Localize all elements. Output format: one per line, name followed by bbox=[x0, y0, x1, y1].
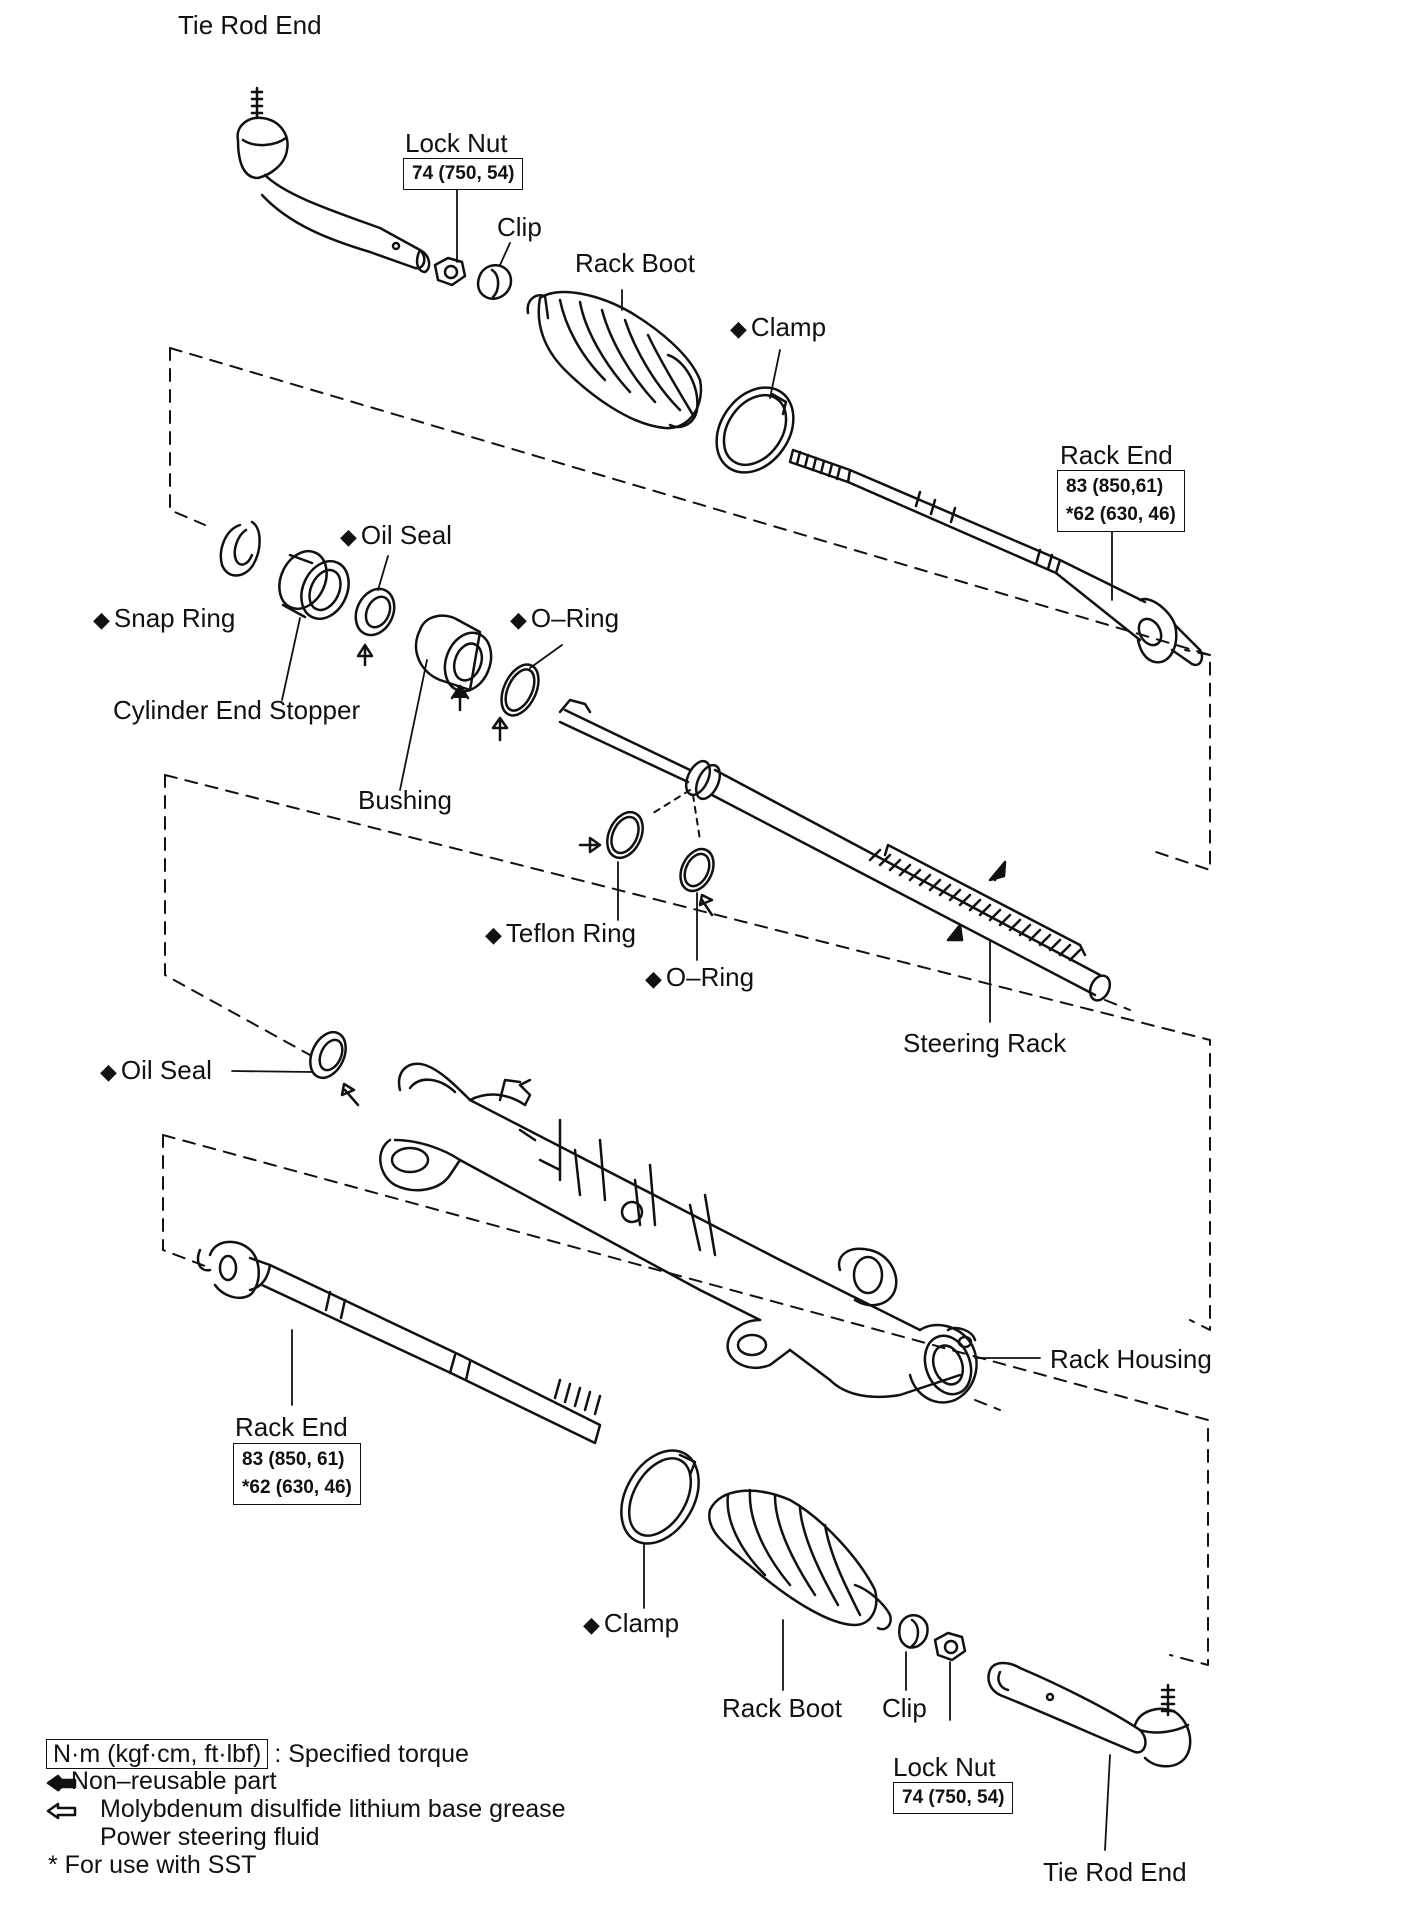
rack-boot-top-part bbox=[526, 290, 703, 430]
label-clip-top: Clip bbox=[497, 212, 542, 242]
rack-end-left-part bbox=[196, 1240, 602, 1445]
legend-sst: * For use with SST bbox=[48, 1851, 257, 1879]
label-bushing: Bushing bbox=[358, 785, 452, 815]
o-ring-lower-part bbox=[679, 847, 715, 917]
label-lock-nut-top: Lock Nut bbox=[405, 128, 508, 158]
teflon-ring-part bbox=[578, 810, 644, 860]
oil-seal-lower-part bbox=[309, 1030, 360, 1107]
o-ring-upper-part bbox=[491, 663, 540, 742]
label-tie-rod-end-top: Tie Rod End bbox=[178, 10, 322, 40]
rack-boot-bottom-part bbox=[707, 1488, 892, 1631]
oil-seal-upper-part bbox=[354, 587, 396, 667]
legend-torque-unit: N·m (kgf·cm, ft·lbf) bbox=[46, 1739, 269, 1769]
label-oil-seal-upper: ◆Oil Seal bbox=[340, 520, 452, 550]
snap-ring-part bbox=[219, 520, 261, 577]
label-rack-boot-bottom: Rack Boot bbox=[722, 1693, 842, 1723]
legend-icons bbox=[46, 1774, 77, 1820]
tie-rod-end-bottom-part bbox=[987, 1661, 1192, 1768]
label-rack-end-right: Rack End bbox=[1060, 440, 1173, 470]
clamp-bottom-part bbox=[620, 1449, 700, 1545]
lock-nut-bottom-part bbox=[933, 1631, 967, 1662]
lock-nut-top-part bbox=[433, 256, 467, 287]
alignment-dashed-lines bbox=[162, 347, 1211, 1666]
label-oil-seal-lower: ◆Oil Seal bbox=[100, 1055, 212, 1085]
label-rack-boot-top: Rack Boot bbox=[575, 248, 695, 278]
non-reusable-marker: ◆ bbox=[93, 607, 110, 632]
label-steering-rack: Steering Rack bbox=[903, 1028, 1067, 1058]
rack-end-right-part bbox=[788, 448, 1204, 667]
non-reusable-marker: ◆ bbox=[730, 316, 747, 341]
torque-rack-end-right: 83 (850,61)*62 (630, 46) bbox=[1057, 470, 1185, 532]
label-cylinder-end-stopper: Cylinder End Stopper bbox=[113, 695, 361, 725]
label-clamp-top: ◆Clamp bbox=[730, 312, 827, 342]
label-clamp-bottom: ◆Clamp bbox=[583, 1608, 680, 1638]
legend-moly-grease: Molybdenum disulfide lithium base grease bbox=[100, 1795, 566, 1823]
label-rack-housing: Rack Housing bbox=[1050, 1344, 1212, 1374]
legend-ps-fluid: Power steering fluid bbox=[100, 1823, 320, 1851]
clamp-top-part bbox=[715, 386, 795, 474]
torque-lock-nut-top: 74 (750, 54) bbox=[403, 158, 524, 190]
bushing-part bbox=[414, 614, 493, 712]
legend-torque: N·m (kgf·cm, ft·lbf): Specified torque bbox=[46, 1739, 469, 1769]
steering-rack-part bbox=[558, 698, 1112, 1002]
torque-lock-nut-bottom: 74 (750, 54) bbox=[893, 1782, 1014, 1814]
label-rack-end-left: Rack End bbox=[235, 1412, 348, 1442]
label-clip-bottom: Clip bbox=[882, 1693, 927, 1723]
legend-non-reusable: ◆Non–reusable part bbox=[50, 1767, 277, 1795]
label-o-ring-lower: ◆O–Ring bbox=[645, 962, 755, 992]
label-o-ring-upper: ◆O–Ring bbox=[510, 603, 620, 633]
non-reusable-marker: ◆ bbox=[485, 922, 502, 947]
label-snap-ring: ◆Snap Ring bbox=[93, 603, 236, 633]
leader-lines bbox=[231, 184, 1113, 1851]
tie-rod-end-top-part bbox=[236, 86, 431, 274]
label-teflon-ring: ◆Teflon Ring bbox=[485, 918, 636, 948]
legend-torque-desc: : Specified torque bbox=[274, 1740, 469, 1768]
label-tie-rod-end-bottom: Tie Rod End bbox=[1043, 1857, 1187, 1887]
cylinder-end-stopper-part bbox=[278, 550, 350, 620]
groove-leaders bbox=[649, 789, 701, 841]
non-reusable-marker: ◆ bbox=[645, 966, 662, 991]
non-reusable-marker: ◆ bbox=[583, 1612, 600, 1637]
clip-top-part bbox=[476, 264, 513, 301]
non-reusable-marker: ◆ bbox=[510, 607, 527, 632]
label-lock-nut-bottom: Lock Nut bbox=[893, 1752, 996, 1782]
non-reusable-marker: ◆ bbox=[340, 524, 357, 549]
rack-housing-part bbox=[379, 1062, 978, 1404]
non-reusable-marker: ◆ bbox=[50, 1769, 67, 1794]
clip-bottom-part bbox=[898, 1614, 929, 1649]
non-reusable-marker: ◆ bbox=[100, 1059, 117, 1084]
torque-rack-end-left: 83 (850, 61)*62 (630, 46) bbox=[233, 1443, 361, 1505]
